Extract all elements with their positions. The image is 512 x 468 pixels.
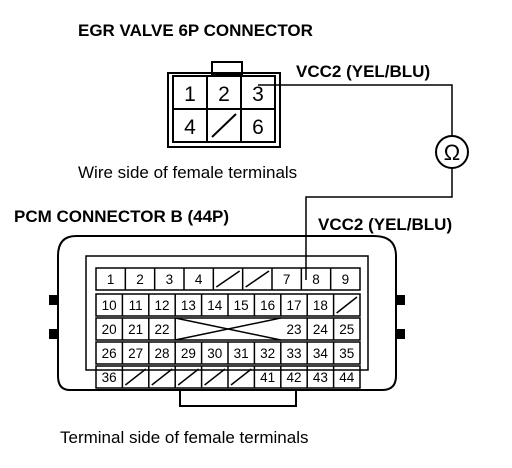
pcm-pin-18: 18 xyxy=(313,298,328,313)
pcm-pin-35: 35 xyxy=(339,346,354,361)
pcm-pin-36: 36 xyxy=(102,370,117,385)
pcm-pin-24: 24 xyxy=(313,322,329,337)
pcm-connector-bottom-tab xyxy=(179,390,297,407)
pcm-empty-slot xyxy=(151,368,173,386)
pcm-empty-slot xyxy=(177,368,200,386)
pcm-pin-1: 1 xyxy=(107,272,115,287)
pcm-pin-13: 13 xyxy=(181,298,196,313)
pcm-pin-4: 4 xyxy=(195,272,203,287)
pcm-empty-slot xyxy=(204,368,226,386)
pcm-pin-43: 43 xyxy=(313,370,328,385)
pcm-connector-caption: Terminal side of female terminals xyxy=(60,428,308,447)
pcm-empty-block xyxy=(175,317,281,341)
pcm-pin-row xyxy=(95,317,361,341)
pcm-pin-2: 2 xyxy=(136,272,144,287)
pcm-pin-11: 11 xyxy=(129,298,143,313)
pcm-pin-31: 31 xyxy=(234,346,249,361)
pcm-empty-slot xyxy=(230,368,252,386)
pcm-pin-10: 10 xyxy=(102,298,117,313)
pcm-vcc2-label: VCC2 (YEL/BLU) xyxy=(318,215,452,234)
egr-pin-1: 1 xyxy=(184,83,196,106)
egr-connector-caption: Wire side of female terminals xyxy=(78,163,297,182)
pcm-latch xyxy=(49,295,59,305)
pcm-pin-17: 17 xyxy=(286,298,301,313)
ohmmeter-body xyxy=(435,135,469,169)
pcm-pin-42: 42 xyxy=(286,370,301,385)
egr-connector-title: EGR VALVE 6P CONNECTOR xyxy=(78,21,313,40)
pcm-pin-row xyxy=(95,267,361,291)
pcm-pin-8: 8 xyxy=(312,272,320,287)
pcm-pin-14: 14 xyxy=(207,298,223,313)
pcm-pin-23: 23 xyxy=(286,322,301,337)
egr-pin-3: 3 xyxy=(252,83,264,106)
pcm-pin-3: 3 xyxy=(166,272,174,287)
pcm-pin-16: 16 xyxy=(260,298,275,313)
probe-wire-pcm xyxy=(305,168,453,280)
pcm-pin-26: 26 xyxy=(102,346,117,361)
ohmmeter-icon: Ω xyxy=(435,135,469,169)
egr-pin-4: 4 xyxy=(184,116,196,139)
pcm-pin-41: 41 xyxy=(260,370,275,385)
pcm-pin-22: 22 xyxy=(154,322,169,337)
pcm-connector-shell xyxy=(57,235,397,391)
pcm-latch xyxy=(395,329,405,339)
pcm-pin-29: 29 xyxy=(181,346,196,361)
pcm-pin-20: 20 xyxy=(102,322,117,337)
pcm-pin-33: 33 xyxy=(286,346,301,361)
pcm-latch xyxy=(49,329,59,339)
pcm-empty-slot xyxy=(215,270,241,288)
pcm-latch xyxy=(395,295,405,305)
egr-pin-2: 2 xyxy=(218,83,230,106)
egr-empty-slot xyxy=(211,113,237,138)
egr-connector xyxy=(167,61,281,148)
probe-wires xyxy=(258,84,453,280)
egr-vcc2-label: VCC2 (YEL/BLU) xyxy=(296,62,430,81)
pcm-pin-27: 27 xyxy=(128,346,143,361)
egr-pin-6: 6 xyxy=(252,116,264,139)
pcm-pin-30: 30 xyxy=(207,346,222,361)
egr-connector-housing xyxy=(167,72,281,148)
pcm-pin-15: 15 xyxy=(234,298,249,313)
pcm-empty-slot xyxy=(124,368,147,386)
pcm-empty-slot xyxy=(336,296,358,314)
pcm-pin-28: 28 xyxy=(154,346,169,361)
probe-wire-egr xyxy=(258,84,453,136)
pcm-connector-inner-wall xyxy=(85,255,369,371)
pcm-pin-7: 7 xyxy=(283,272,291,287)
pcm-pin-34: 34 xyxy=(313,346,329,361)
ohm-symbol: Ω xyxy=(444,140,460,165)
egr-pin-grid: 1 2 3 4 6 xyxy=(172,75,276,143)
pcm-connector-title: PCM CONNECTOR B (44P) xyxy=(14,207,229,226)
pcm-connector xyxy=(49,235,405,407)
pcm-pin-44: 44 xyxy=(339,370,355,385)
pcm-pin-25: 25 xyxy=(339,322,354,337)
pcm-empty-slot xyxy=(245,270,270,288)
pcm-pin-9: 9 xyxy=(342,272,350,287)
pcm-pin-32: 32 xyxy=(260,346,275,361)
pcm-pin-12: 12 xyxy=(154,298,169,313)
pcm-pin-21: 21 xyxy=(128,322,143,337)
